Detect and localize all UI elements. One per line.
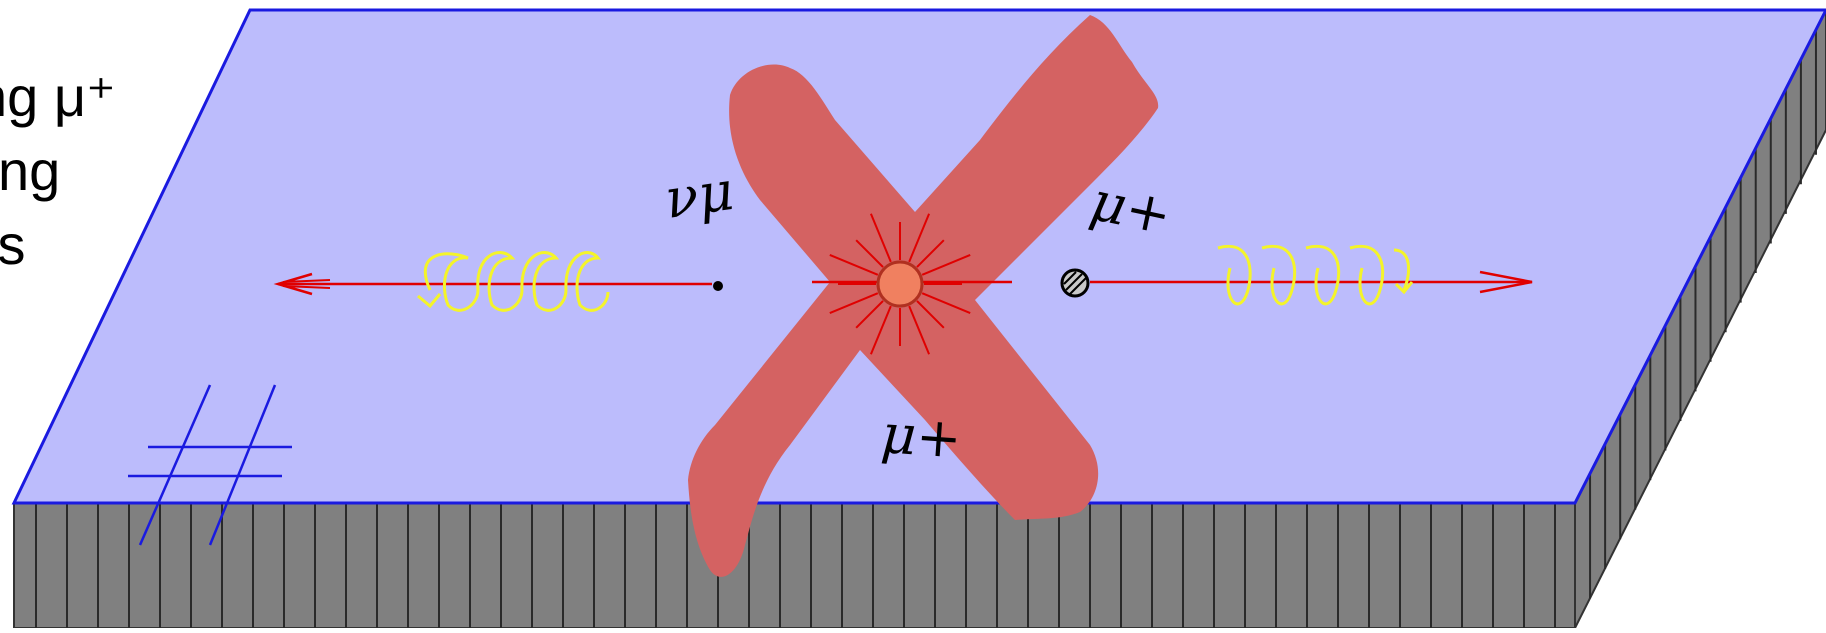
right-spin-spiral — [1217, 244, 1414, 306]
caption-line-1: ng μ⁺ — [0, 65, 116, 128]
red-x-mark-icon — [688, 15, 1159, 577]
plane-front-face — [13, 502, 1576, 629]
decaying-particle — [876, 260, 924, 308]
right-particle-track — [1060, 268, 1533, 298]
center-particle-label: μ+ — [879, 402, 964, 470]
caption-text: ng μ⁺ ting ts — [0, 0, 240, 300]
hash-symbol-icon — [128, 384, 292, 546]
left-particle-track — [273, 272, 723, 296]
plane-front-face-segments — [35, 503, 1556, 628]
decay-center — [812, 213, 1012, 355]
left-particle-label: νμ — [661, 159, 737, 231]
left-spin-spiral — [417, 251, 610, 312]
caption-line-3: ts — [0, 213, 26, 276]
plane-side-face-segments — [1589, 29, 1817, 599]
right-particle-ball — [1060, 268, 1090, 298]
left-particle-dot — [713, 281, 723, 291]
caption-line-2: ting — [0, 139, 61, 202]
